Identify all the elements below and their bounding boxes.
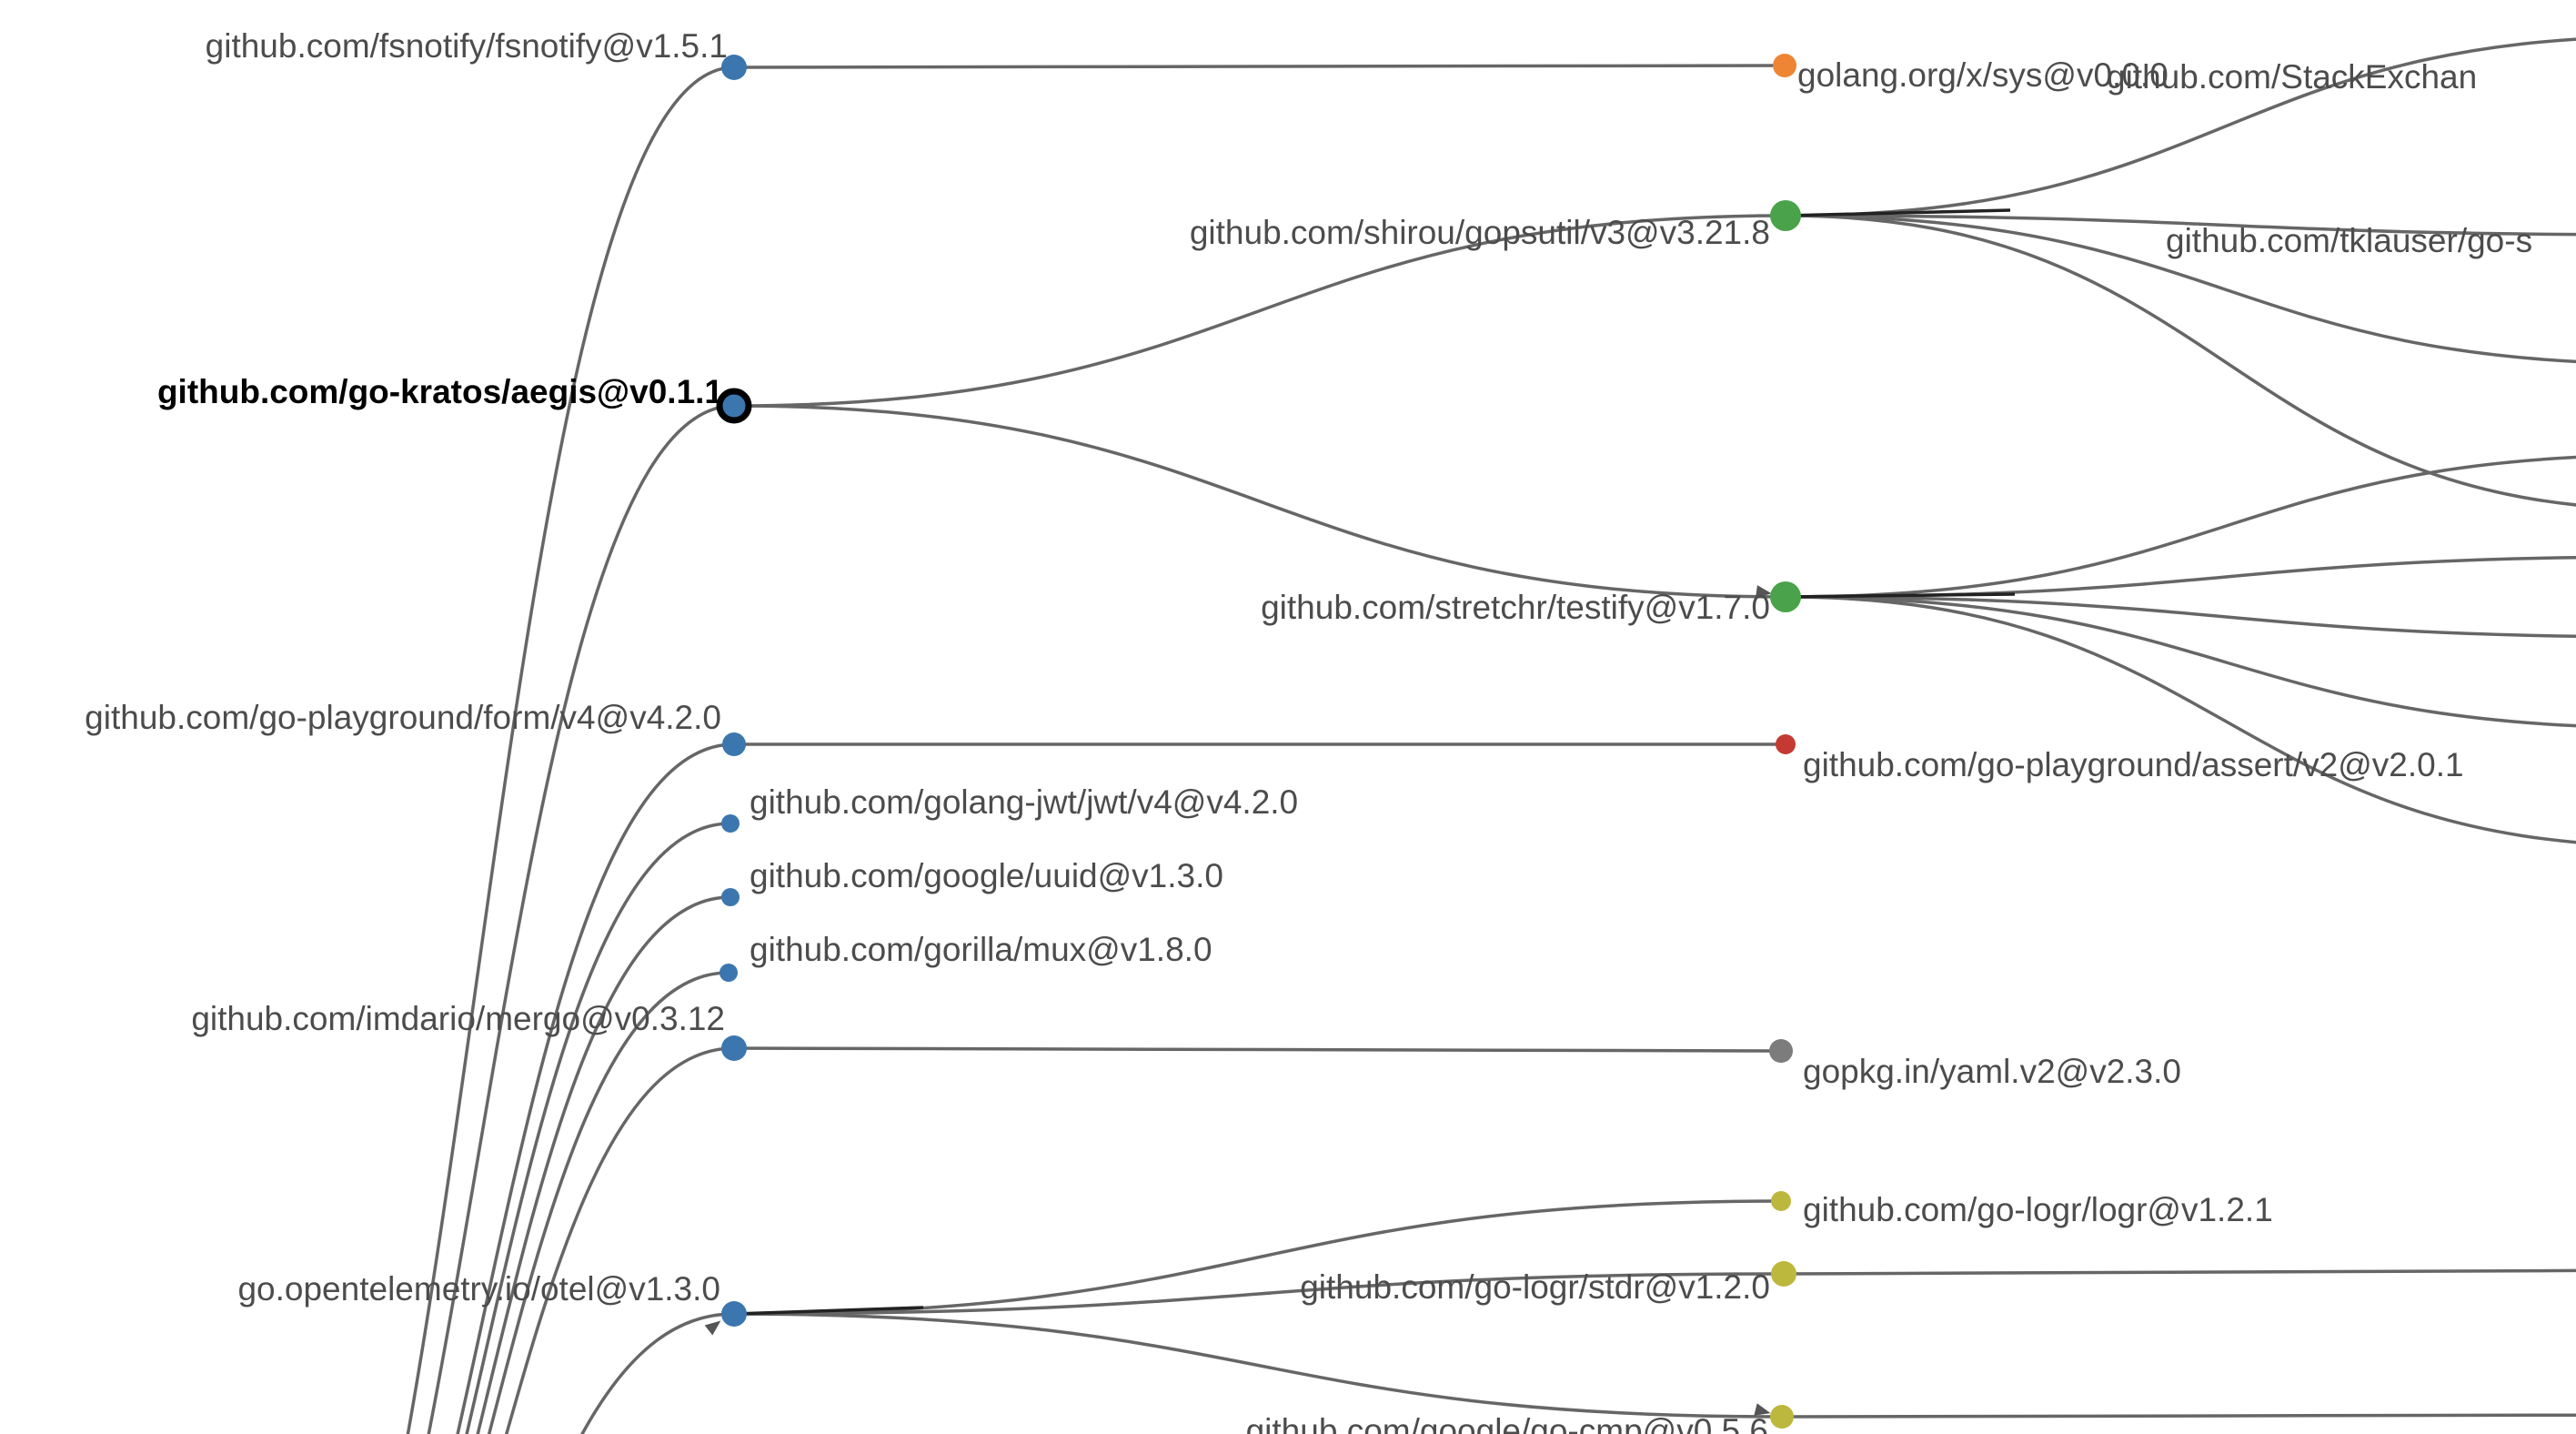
node-logr[interactable] — [1771, 1191, 1791, 1211]
edge — [504, 1046, 735, 1434]
edge — [1785, 595, 2576, 639]
edge — [427, 404, 735, 1434]
edge — [1781, 1413, 2576, 1419]
node-label-sys[interactable]: golang.org/x/sys@v0.0.0 — [1797, 56, 2168, 94]
edge-arrowhead-icon — [1756, 585, 1772, 598]
node-mux[interactable] — [719, 964, 738, 982]
node-label-otel[interactable]: go.opentelemetry.io/otel@v1.3.0 — [237, 1270, 720, 1308]
edge — [1783, 1268, 2576, 1276]
edge-bundle-stub — [1785, 208, 2011, 217]
edge — [1785, 214, 2576, 507]
node-assert[interactable] — [1776, 734, 1796, 754]
node-yaml[interactable] — [1769, 1039, 1793, 1063]
node-label-form[interactable]: github.com/go-playground/form/v4@v4.2.0 — [85, 699, 721, 736]
node-gopsutil[interactable] — [1770, 200, 1801, 231]
edge — [733, 64, 1786, 69]
edge — [465, 822, 731, 1434]
edge — [1785, 595, 2576, 844]
edge — [1785, 37, 2576, 217]
node-label-jwt[interactable]: github.com/golang-jwt/jwt/v4@v4.2.0 — [750, 783, 1298, 821]
edge — [580, 1312, 735, 1434]
node-label-mergo[interactable]: github.com/imdario/mergo@v0.3.12 — [191, 1000, 725, 1037]
node-stdr[interactable] — [1771, 1261, 1796, 1287]
edge — [1785, 214, 2576, 364]
node-label-assert[interactable]: github.com/go-playground/assert/v2@v2.0.… — [1803, 746, 2464, 783]
node-gocmp[interactable] — [1770, 1405, 1794, 1429]
node-testify[interactable] — [1770, 581, 1801, 612]
node-label-stackexchange[interactable]: github.com/StackExchan — [2107, 58, 2477, 96]
edge — [733, 214, 1786, 408]
edge-bundle-stub — [1785, 592, 2016, 599]
edge — [733, 1046, 1782, 1053]
edge — [487, 971, 730, 1434]
node-label-stdr[interactable]: github.com/go-logr/stdr@v1.2.0 — [1300, 1268, 1770, 1306]
edge — [733, 1272, 1785, 1316]
edge-bundle-stub — [733, 1306, 924, 1316]
node-otel[interactable] — [721, 1301, 747, 1327]
node-label-mux[interactable]: github.com/gorilla/mux@v1.8.0 — [750, 931, 1213, 968]
node-mergo[interactable] — [721, 1035, 747, 1061]
node-label-gocmp[interactable]: github.com/google/go-cmp@v0.5.6 — [1246, 1412, 1768, 1434]
edge — [733, 404, 1786, 599]
node-form[interactable] — [722, 732, 746, 756]
edge-arrowhead-icon — [704, 1320, 721, 1336]
node-aegis-selected[interactable] — [716, 388, 752, 424]
node-jwt[interactable] — [721, 814, 740, 833]
edge — [733, 1199, 1782, 1316]
edge — [476, 895, 731, 1434]
node-label-tklauser[interactable]: github.com/tklauser/go-s — [2166, 222, 2532, 259]
edge — [733, 1312, 1783, 1419]
edge-arrowhead-icon — [1754, 1403, 1771, 1416]
node-fsnotify[interactable] — [721, 55, 747, 80]
node-label-testify[interactable]: github.com/stretchr/testify@v1.7.0 — [1261, 589, 1770, 626]
edge — [1785, 455, 2576, 599]
node-uuid[interactable] — [721, 888, 740, 906]
node-label-aegis[interactable]: github.com/go-kratos/aegis@v0.1.1 — [157, 373, 723, 410]
edge — [456, 742, 735, 1434]
edge — [1785, 214, 2576, 237]
node-label-fsnotify[interactable]: github.com/fsnotify/fsnotify@v1.5.1 — [206, 27, 728, 65]
node-sys[interactable] — [1773, 54, 1796, 77]
node-label-yaml[interactable]: gopkg.in/yaml.v2@v2.3.0 — [1803, 1053, 2181, 1090]
edge — [406, 66, 735, 1434]
node-label-logr[interactable]: github.com/go-logr/logr@v1.2.1 — [1803, 1191, 2273, 1228]
node-label-uuid[interactable]: github.com/google/uuid@v1.3.0 — [750, 857, 1223, 894]
node-label-gopsutil[interactable]: github.com/shirou/gopsutil/v3@v3.21.8 — [1190, 214, 1770, 251]
edge — [1785, 595, 2576, 728]
edge — [1785, 555, 2576, 599]
